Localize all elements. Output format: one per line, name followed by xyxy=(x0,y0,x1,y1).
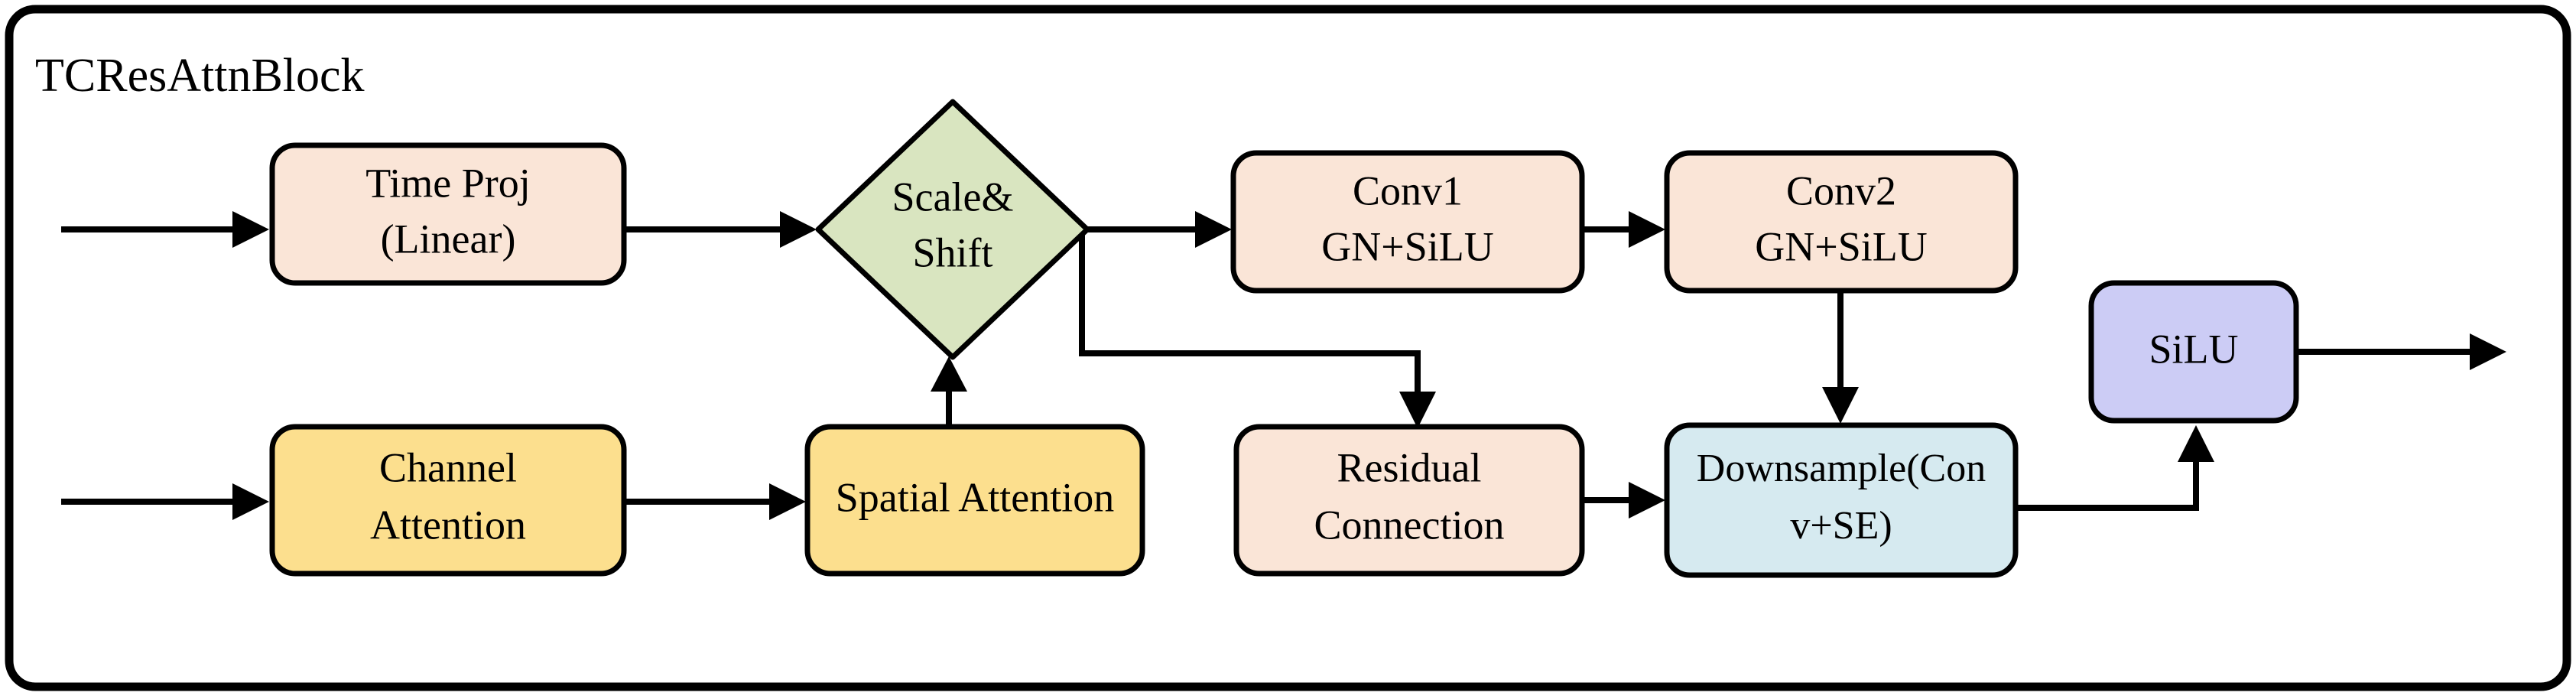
node-downsample[interactable]: Downsample(Con v+SE) xyxy=(1664,422,2019,578)
node-conv2-label-line-1: Conv2 xyxy=(1786,167,1896,213)
node-conv2-shape[interactable] xyxy=(1664,150,2019,294)
edge-channel-attention-to-spatial-attention xyxy=(624,483,806,520)
node-silu-shape[interactable] xyxy=(2088,280,2299,424)
node-downsample-shape[interactable] xyxy=(1664,422,2019,578)
edge-time-proj-to-scale-shift xyxy=(624,211,817,248)
node-scale-shift-label-line-1: Scale& xyxy=(892,174,1014,219)
edge-downsample-to-silu xyxy=(2016,425,2214,511)
edge-input-top-to-time-proj xyxy=(61,211,269,248)
block-title: TCResAttnBlock xyxy=(35,50,365,102)
edge-conv2-to-downsample xyxy=(1822,291,1859,424)
node-channel-attention[interactable]: Channel Attention xyxy=(269,424,627,577)
edge-silu-to-output xyxy=(2296,333,2506,370)
node-residual-connection[interactable]: Residual Connection xyxy=(1233,424,1585,577)
node-time-proj-label-line-1: Time Proj xyxy=(365,160,531,206)
node-channel-attention-label-line-2: Attention xyxy=(370,502,526,548)
edge-scale-shift-to-residual-connection xyxy=(1079,229,1436,428)
node-downsample-label-line-1: Downsample(Con xyxy=(1697,447,1986,490)
node-spatial-attention[interactable]: Spatial Attention xyxy=(804,424,1145,577)
node-time-proj-shape[interactable] xyxy=(269,142,627,286)
node-downsample-label-line-2: v+SE) xyxy=(1790,504,1892,548)
node-residual-connection-shape[interactable] xyxy=(1233,424,1585,577)
node-channel-attention-label-line-1: Channel xyxy=(379,444,517,490)
edge-spatial-attention-to-scale-shift xyxy=(931,356,967,427)
node-scale-shift-shape[interactable] xyxy=(815,99,1090,360)
node-scale-shift[interactable]: Scale& Shift xyxy=(815,99,1090,360)
edge-input-bottom-to-channel-attention xyxy=(61,483,269,520)
node-conv1-shape[interactable] xyxy=(1230,150,1585,294)
node-time-proj-label-line-2: (Linear) xyxy=(381,216,516,262)
node-conv2[interactable]: Conv2 GN+SiLU xyxy=(1664,150,2019,294)
node-silu[interactable]: SiLU xyxy=(2088,280,2299,424)
node-silu-label: SiLU xyxy=(2149,326,2238,372)
node-conv1[interactable]: Conv1 GN+SiLU xyxy=(1230,150,1585,294)
node-residual-connection-label-line-2: Connection xyxy=(1314,502,1505,548)
node-conv1-label-line-2: GN+SiLU xyxy=(1321,223,1493,269)
node-time-proj[interactable]: Time Proj (Linear) xyxy=(269,142,627,286)
edge-residual-connection-to-downsample xyxy=(1582,482,1665,519)
edge-scale-shift-to-conv1 xyxy=(1087,211,1232,248)
node-spatial-attention-label: Spatial Attention xyxy=(836,474,1114,520)
node-spatial-attention-shape[interactable] xyxy=(804,424,1145,577)
edge-conv1-to-conv2 xyxy=(1582,211,1665,248)
node-conv2-label-line-2: GN+SiLU xyxy=(1755,223,1927,269)
node-channel-attention-shape[interactable] xyxy=(269,424,627,577)
node-scale-shift-label-line-2: Shift xyxy=(912,229,992,275)
node-residual-connection-label-line-1: Residual xyxy=(1337,444,1482,490)
node-conv1-label-line-1: Conv1 xyxy=(1353,167,1463,213)
